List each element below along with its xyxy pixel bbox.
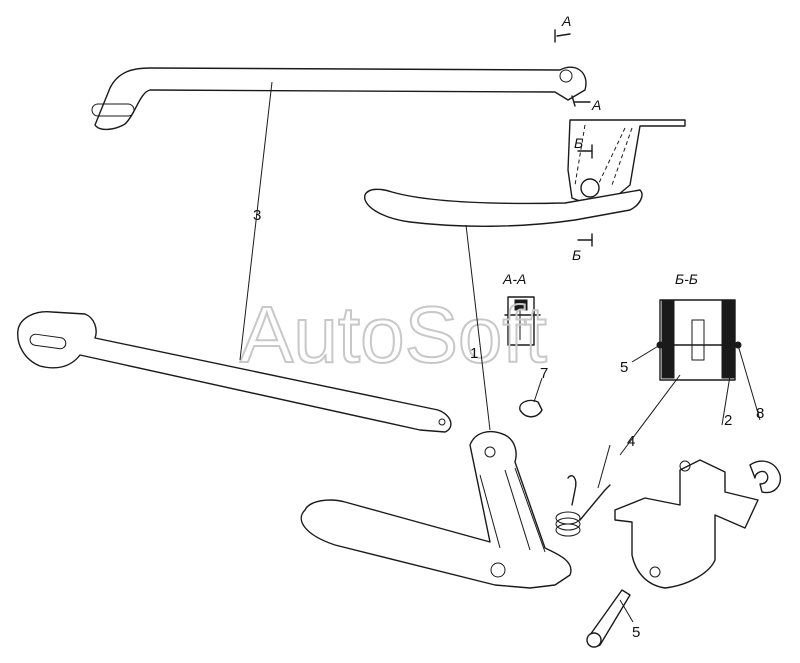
top-pedal-part-1 (364, 188, 643, 227)
section-mark-b-low: Б (572, 233, 593, 263)
section-title-aa: А-А (502, 271, 526, 287)
section-bb-detail: Б-Б (656, 271, 742, 381)
callout-4: 4 (627, 433, 635, 450)
section-label-b-low: Б (572, 247, 581, 263)
spring-part-4 (555, 474, 611, 537)
exploded-pedal-part-1 (300, 430, 572, 589)
section-label-a-mid: А (591, 97, 601, 113)
section-title-bb: Б-Б (675, 271, 698, 287)
section-aa-detail: А-А (502, 271, 541, 346)
clip-part-8 (749, 460, 782, 494)
callout-3: 3 (253, 207, 261, 224)
section-label-a-top: А (561, 13, 571, 29)
leader-lines (239, 81, 761, 623)
pin-part-7 (519, 399, 543, 418)
callout-7: 7 (540, 365, 548, 382)
callout-8: 8 (756, 405, 764, 422)
watermark: AutoSoft (240, 290, 547, 379)
callout-5-section: 5 (620, 359, 628, 376)
bolt-part-5 (586, 589, 631, 648)
callout-2: 2 (724, 412, 732, 429)
section-mark-a-mid: А (571, 95, 601, 113)
bracket-part-2 (614, 459, 759, 589)
section-label-b-mid: Б (574, 135, 583, 151)
top-bracket (567, 119, 686, 206)
top-lever-part-3 (91, 66, 587, 131)
section-mark-b-mid: Б (574, 135, 593, 159)
callout-5-bolt: 5 (632, 624, 640, 641)
section-mark-a-top: А (554, 13, 571, 43)
exploded-lever-part-3 (17, 311, 452, 433)
callout-1: 1 (470, 345, 478, 362)
